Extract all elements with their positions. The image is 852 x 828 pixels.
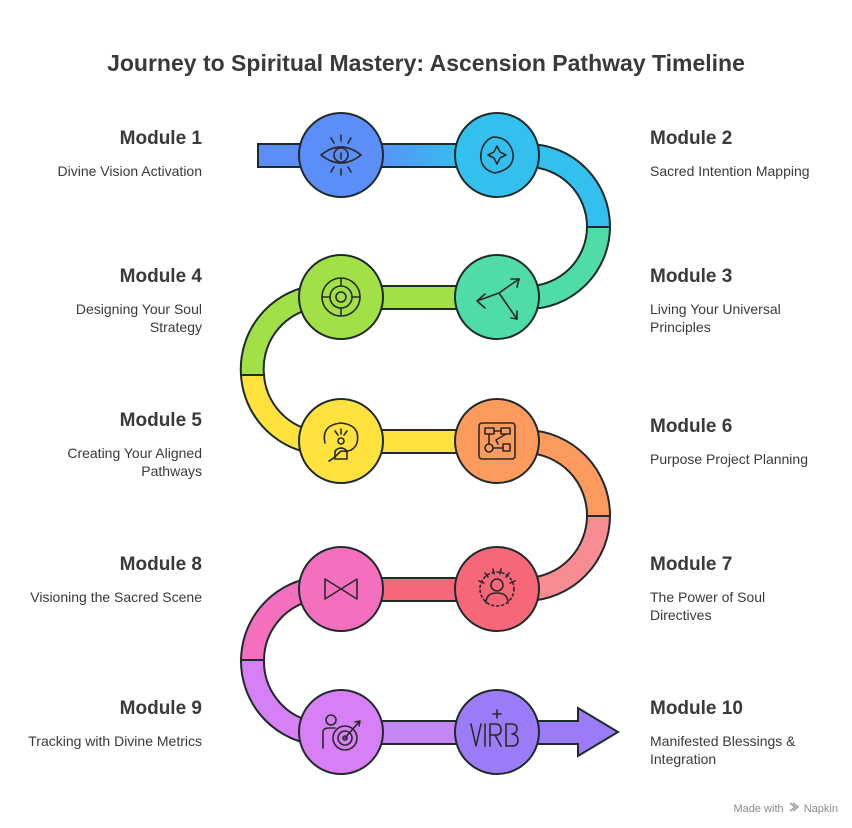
virb-icon bbox=[470, 709, 519, 747]
module-title: Module 10 bbox=[650, 698, 743, 719]
module-title: Module 9 bbox=[119, 698, 202, 719]
module-description: Manifested Blessings & Integration bbox=[650, 733, 796, 767]
module-5-label: Module 5 Creating Your Aligned Pathways bbox=[22, 410, 202, 480]
pathway-tube bbox=[239, 142, 620, 758]
module-title: Module 6 bbox=[650, 416, 733, 437]
infinity-icon bbox=[324, 578, 358, 600]
module-title: Module 4 bbox=[119, 266, 202, 287]
napkin-brand-text: Napkin bbox=[803, 803, 838, 815]
flowchart-icon bbox=[478, 422, 516, 460]
made-with-text: Made with bbox=[733, 803, 784, 815]
radiant-person-icon bbox=[478, 568, 516, 607]
module-6-label: Module 6 Purpose Project Planning bbox=[650, 416, 850, 468]
module-3-circle bbox=[454, 254, 540, 340]
path-segment-3-4 bbox=[371, 285, 467, 310]
module-1-label: Module 1 Divine Vision Activation bbox=[2, 128, 202, 180]
module-description: Designing Your Soul Strategy bbox=[75, 301, 202, 335]
compass-star-icon bbox=[479, 136, 514, 174]
module-title: Module 5 bbox=[119, 410, 202, 431]
module-description: Purpose Project Planning bbox=[650, 451, 808, 467]
napkin-logo-icon bbox=[789, 802, 799, 815]
path-segment-1-2 bbox=[371, 143, 467, 168]
module-title: Module 8 bbox=[119, 554, 202, 575]
module-3-label: Module 3 Living Your Universal Principle… bbox=[650, 266, 825, 336]
made-with-napkin-badge[interactable]: Made with Napkin bbox=[733, 802, 838, 815]
path-end-arrow bbox=[526, 706, 620, 758]
module-description: Living Your Universal Principles bbox=[650, 301, 781, 335]
module-7-circle bbox=[454, 546, 540, 632]
thinking-person-icon bbox=[323, 422, 359, 462]
module-title: Module 3 bbox=[650, 266, 733, 287]
module-description: Sacred Intention Mapping bbox=[650, 163, 810, 179]
module-title: Module 7 bbox=[650, 554, 733, 575]
module-9-label: Module 9 Tracking with Divine Metrics bbox=[22, 698, 202, 750]
module-8-label: Module 8 Visioning the Sacred Scene bbox=[22, 554, 202, 606]
module-2-label: Module 2 Sacred Intention Mapping bbox=[650, 128, 850, 180]
network-arrows-icon bbox=[476, 278, 520, 320]
module-description: Visioning the Sacred Scene bbox=[30, 589, 202, 605]
page-title: Journey to Spiritual Mastery: Ascension … bbox=[107, 50, 745, 76]
module-description: Divine Vision Activation bbox=[57, 163, 202, 179]
module-description: Tracking with Divine Metrics bbox=[28, 733, 202, 749]
path-segment-5-6 bbox=[371, 429, 467, 454]
module-title: Module 1 bbox=[119, 128, 202, 149]
module-7-label: Module 7 The Power of Soul Directives bbox=[650, 554, 810, 624]
module-2-circle bbox=[454, 112, 540, 198]
module-description: Creating Your Aligned Pathways bbox=[67, 445, 202, 479]
path-segment-9-10 bbox=[371, 720, 467, 745]
module-10-label: Module 10 Manifested Blessings & Integra… bbox=[650, 698, 820, 768]
module-description: The Power of Soul Directives bbox=[650, 589, 766, 623]
module-5-circle bbox=[298, 398, 384, 484]
person-target-icon bbox=[322, 714, 361, 751]
module-4-circle bbox=[298, 254, 384, 340]
module-title: Module 2 bbox=[650, 128, 733, 149]
target-circle-icon bbox=[321, 277, 361, 317]
eye-icon bbox=[320, 134, 362, 176]
module-4-label: Module 4 Designing Your Soul Strategy bbox=[22, 266, 202, 336]
module-10-circle bbox=[454, 689, 540, 775]
path-segment-7-8 bbox=[371, 577, 467, 602]
